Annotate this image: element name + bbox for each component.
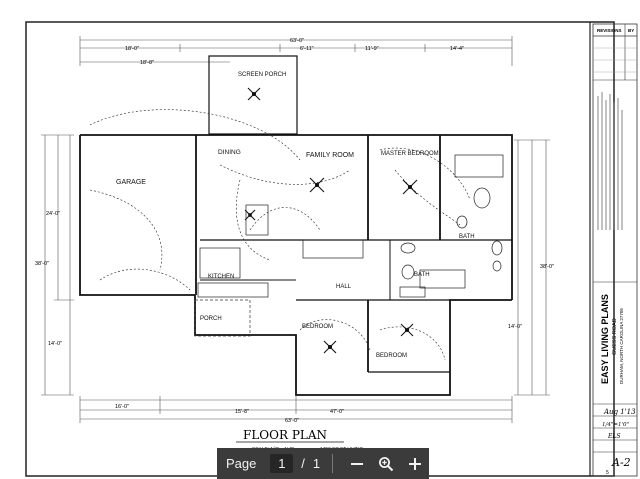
dim-top-1: 18'-0" <box>125 46 139 52</box>
dim-left-1: 24'-0" <box>46 211 60 217</box>
dim-top-3: 11'-9" <box>365 46 379 52</box>
page-separator: / <box>301 456 305 471</box>
room-bedroom-2: BEDROOM <box>376 353 407 359</box>
dim-top-2: 6'-11" <box>300 46 314 52</box>
page-number-input[interactable]: 1 <box>270 454 294 473</box>
room-porch: PORCH <box>200 316 222 322</box>
dim-top-5: 18'-8" <box>140 60 154 66</box>
room-bedroom-1: BEDROOM <box>302 324 333 330</box>
room-labels: SCREEN PORCH DINING FAMILY ROOM MASTER B… <box>116 72 475 359</box>
sheet-number: A-2 <box>611 456 631 469</box>
project-name: GUESS ROAD <box>612 318 618 355</box>
top-dimensions <box>79 36 513 66</box>
zoom-out-button[interactable] <box>343 448 372 479</box>
room-family-room: FAMILY ROOM <box>306 152 354 159</box>
dim-right-1: 38'-0" <box>540 264 554 270</box>
title-drawn-by: ELS <box>607 433 620 440</box>
zoom-in-button[interactable] <box>400 448 429 479</box>
plus-icon <box>408 457 421 470</box>
room-hall: HALL <box>336 284 352 290</box>
title-date: Aug 1'13 <box>603 408 636 416</box>
project-location: DURHAM, NORTH CAROLINA 27705 <box>619 308 624 384</box>
room-bath-1: BATH <box>459 234 475 240</box>
dim-right-2: 14'-0" <box>508 324 522 330</box>
room-dining: DINING <box>218 149 241 156</box>
total-pages: 1 <box>312 456 321 471</box>
room-master-bedroom: MASTER BEDROOM <box>381 151 439 157</box>
bath-fixtures <box>399 154 504 298</box>
page-label: Page <box>226 456 257 471</box>
plan-title: FLOOR PLAN <box>243 428 327 442</box>
dim-bottom-total: 63'-0" <box>285 418 299 424</box>
title-scale: 1/4"=1'0" <box>602 422 629 428</box>
revisions-header: REVISIONS <box>597 28 622 33</box>
room-kitchen: KITCHEN <box>208 274 234 280</box>
company-name: EASY LIVING PLANS <box>600 294 610 384</box>
dim-left-2: 38'-0" <box>35 261 49 267</box>
dim-top-4: 14'-4" <box>450 46 464 52</box>
room-screen-porch: SCREEN PORCH <box>238 72 286 78</box>
dim-bottom-1: 16'-0" <box>115 404 129 410</box>
dim-bottom-3: 47'-0" <box>330 409 344 415</box>
pdf-viewer-toolbar: Page 1 / 1 <box>217 448 429 479</box>
exterior-walls <box>79 55 513 396</box>
zoom-fit-button[interactable] <box>372 448 401 479</box>
title-block: REVISIONS BY EASY LIVING PLANS GUESS ROA… <box>593 24 637 476</box>
by-header: BY <box>628 28 634 33</box>
room-garage: GARAGE <box>116 179 146 186</box>
dim-left-3: 14'-0" <box>48 341 62 347</box>
dim-top-total: 63'-0" <box>290 38 304 44</box>
electrical-wiring <box>89 109 471 361</box>
room-bath-2: BATH <box>414 272 430 278</box>
minus-icon <box>351 462 364 465</box>
sheet-of: 5 <box>606 470 609 476</box>
toolbar-divider <box>332 454 334 473</box>
ceiling-fans <box>244 87 418 354</box>
magnifier-icon <box>379 456 394 471</box>
dim-bottom-2: 15'-8" <box>235 409 249 415</box>
